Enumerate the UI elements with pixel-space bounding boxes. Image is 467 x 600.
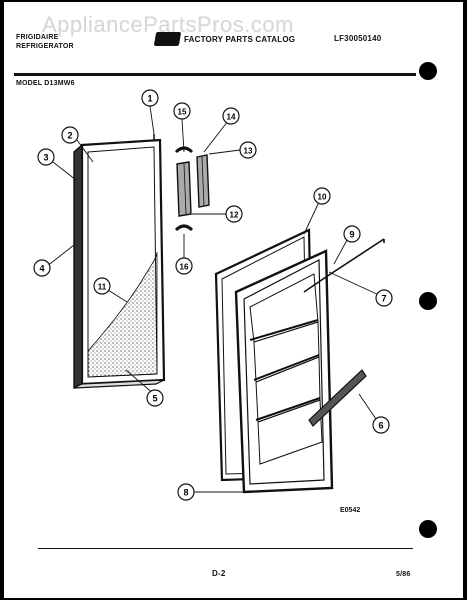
model-label: MODEL D13MW6 xyxy=(16,80,75,87)
callout-11: 11 xyxy=(93,277,111,295)
callout-10: 10 xyxy=(313,187,331,205)
hinge-rail-parts xyxy=(174,146,210,232)
callout-15: 15 xyxy=(173,102,191,120)
door-handle xyxy=(308,369,367,427)
parts-diagram-sheet: AppliancePartsPros.com FRIGIDAIRE REFRIG… xyxy=(4,2,463,598)
svg-text:13: 13 xyxy=(244,147,253,156)
binder-hole-middle xyxy=(419,292,437,310)
callout-14: 14 xyxy=(222,107,240,125)
svg-text:6: 6 xyxy=(378,421,383,431)
svg-text:1: 1 xyxy=(147,94,152,104)
svg-text:11: 11 xyxy=(98,283,107,292)
svg-text:15: 15 xyxy=(178,108,187,117)
callout-3: 3 xyxy=(37,148,55,166)
callout-16: 16 xyxy=(175,257,193,275)
revision-date: 5/86 xyxy=(396,571,411,578)
svg-text:8: 8 xyxy=(183,488,188,498)
callout-6: 6 xyxy=(372,416,390,434)
exploded-view-drawing: 1 2 3 4 5 6 7 8 9 10 11 12 13 14 15 16 E… xyxy=(33,89,393,514)
binder-hole-top xyxy=(419,62,437,80)
product-type: REFRIGERATOR xyxy=(16,43,74,50)
callout-12: 12 xyxy=(225,205,243,223)
binder-hole-bottom xyxy=(419,520,437,538)
svg-text:10: 10 xyxy=(318,193,327,202)
svg-text:9: 9 xyxy=(349,230,354,240)
catalog-title: FACTORY PARTS CATALOG xyxy=(184,35,296,44)
svg-text:14: 14 xyxy=(227,113,236,122)
svg-text:4: 4 xyxy=(39,264,44,274)
callout-7: 7 xyxy=(375,289,393,307)
svg-text:5: 5 xyxy=(152,394,157,404)
callout-8: 8 xyxy=(177,483,195,501)
callout-13: 13 xyxy=(239,141,257,159)
door-liner xyxy=(234,249,334,494)
svg-text:2: 2 xyxy=(67,131,72,141)
callout-9: 9 xyxy=(343,225,361,243)
callout-5: 5 xyxy=(146,389,164,407)
door-rod xyxy=(303,238,385,293)
svg-text:7: 7 xyxy=(381,294,386,304)
footer-rule xyxy=(38,548,413,549)
door-insulation xyxy=(87,251,158,378)
drawing-code: E0542 xyxy=(340,507,360,514)
callout-1: 1 xyxy=(141,89,159,107)
part-number: LF30050140 xyxy=(334,34,382,43)
brand-name: FRIGIDAIRE xyxy=(16,34,59,41)
callout-2: 2 xyxy=(61,126,79,144)
svg-text:3: 3 xyxy=(43,153,48,163)
right-door-assembly xyxy=(214,228,334,494)
svg-text:16: 16 xyxy=(180,263,189,272)
page-number: D-2 xyxy=(212,569,226,578)
svg-text:12: 12 xyxy=(230,211,239,220)
left-door-assembly xyxy=(73,134,166,390)
header-rule xyxy=(14,73,416,76)
callout-4: 4 xyxy=(33,259,51,277)
